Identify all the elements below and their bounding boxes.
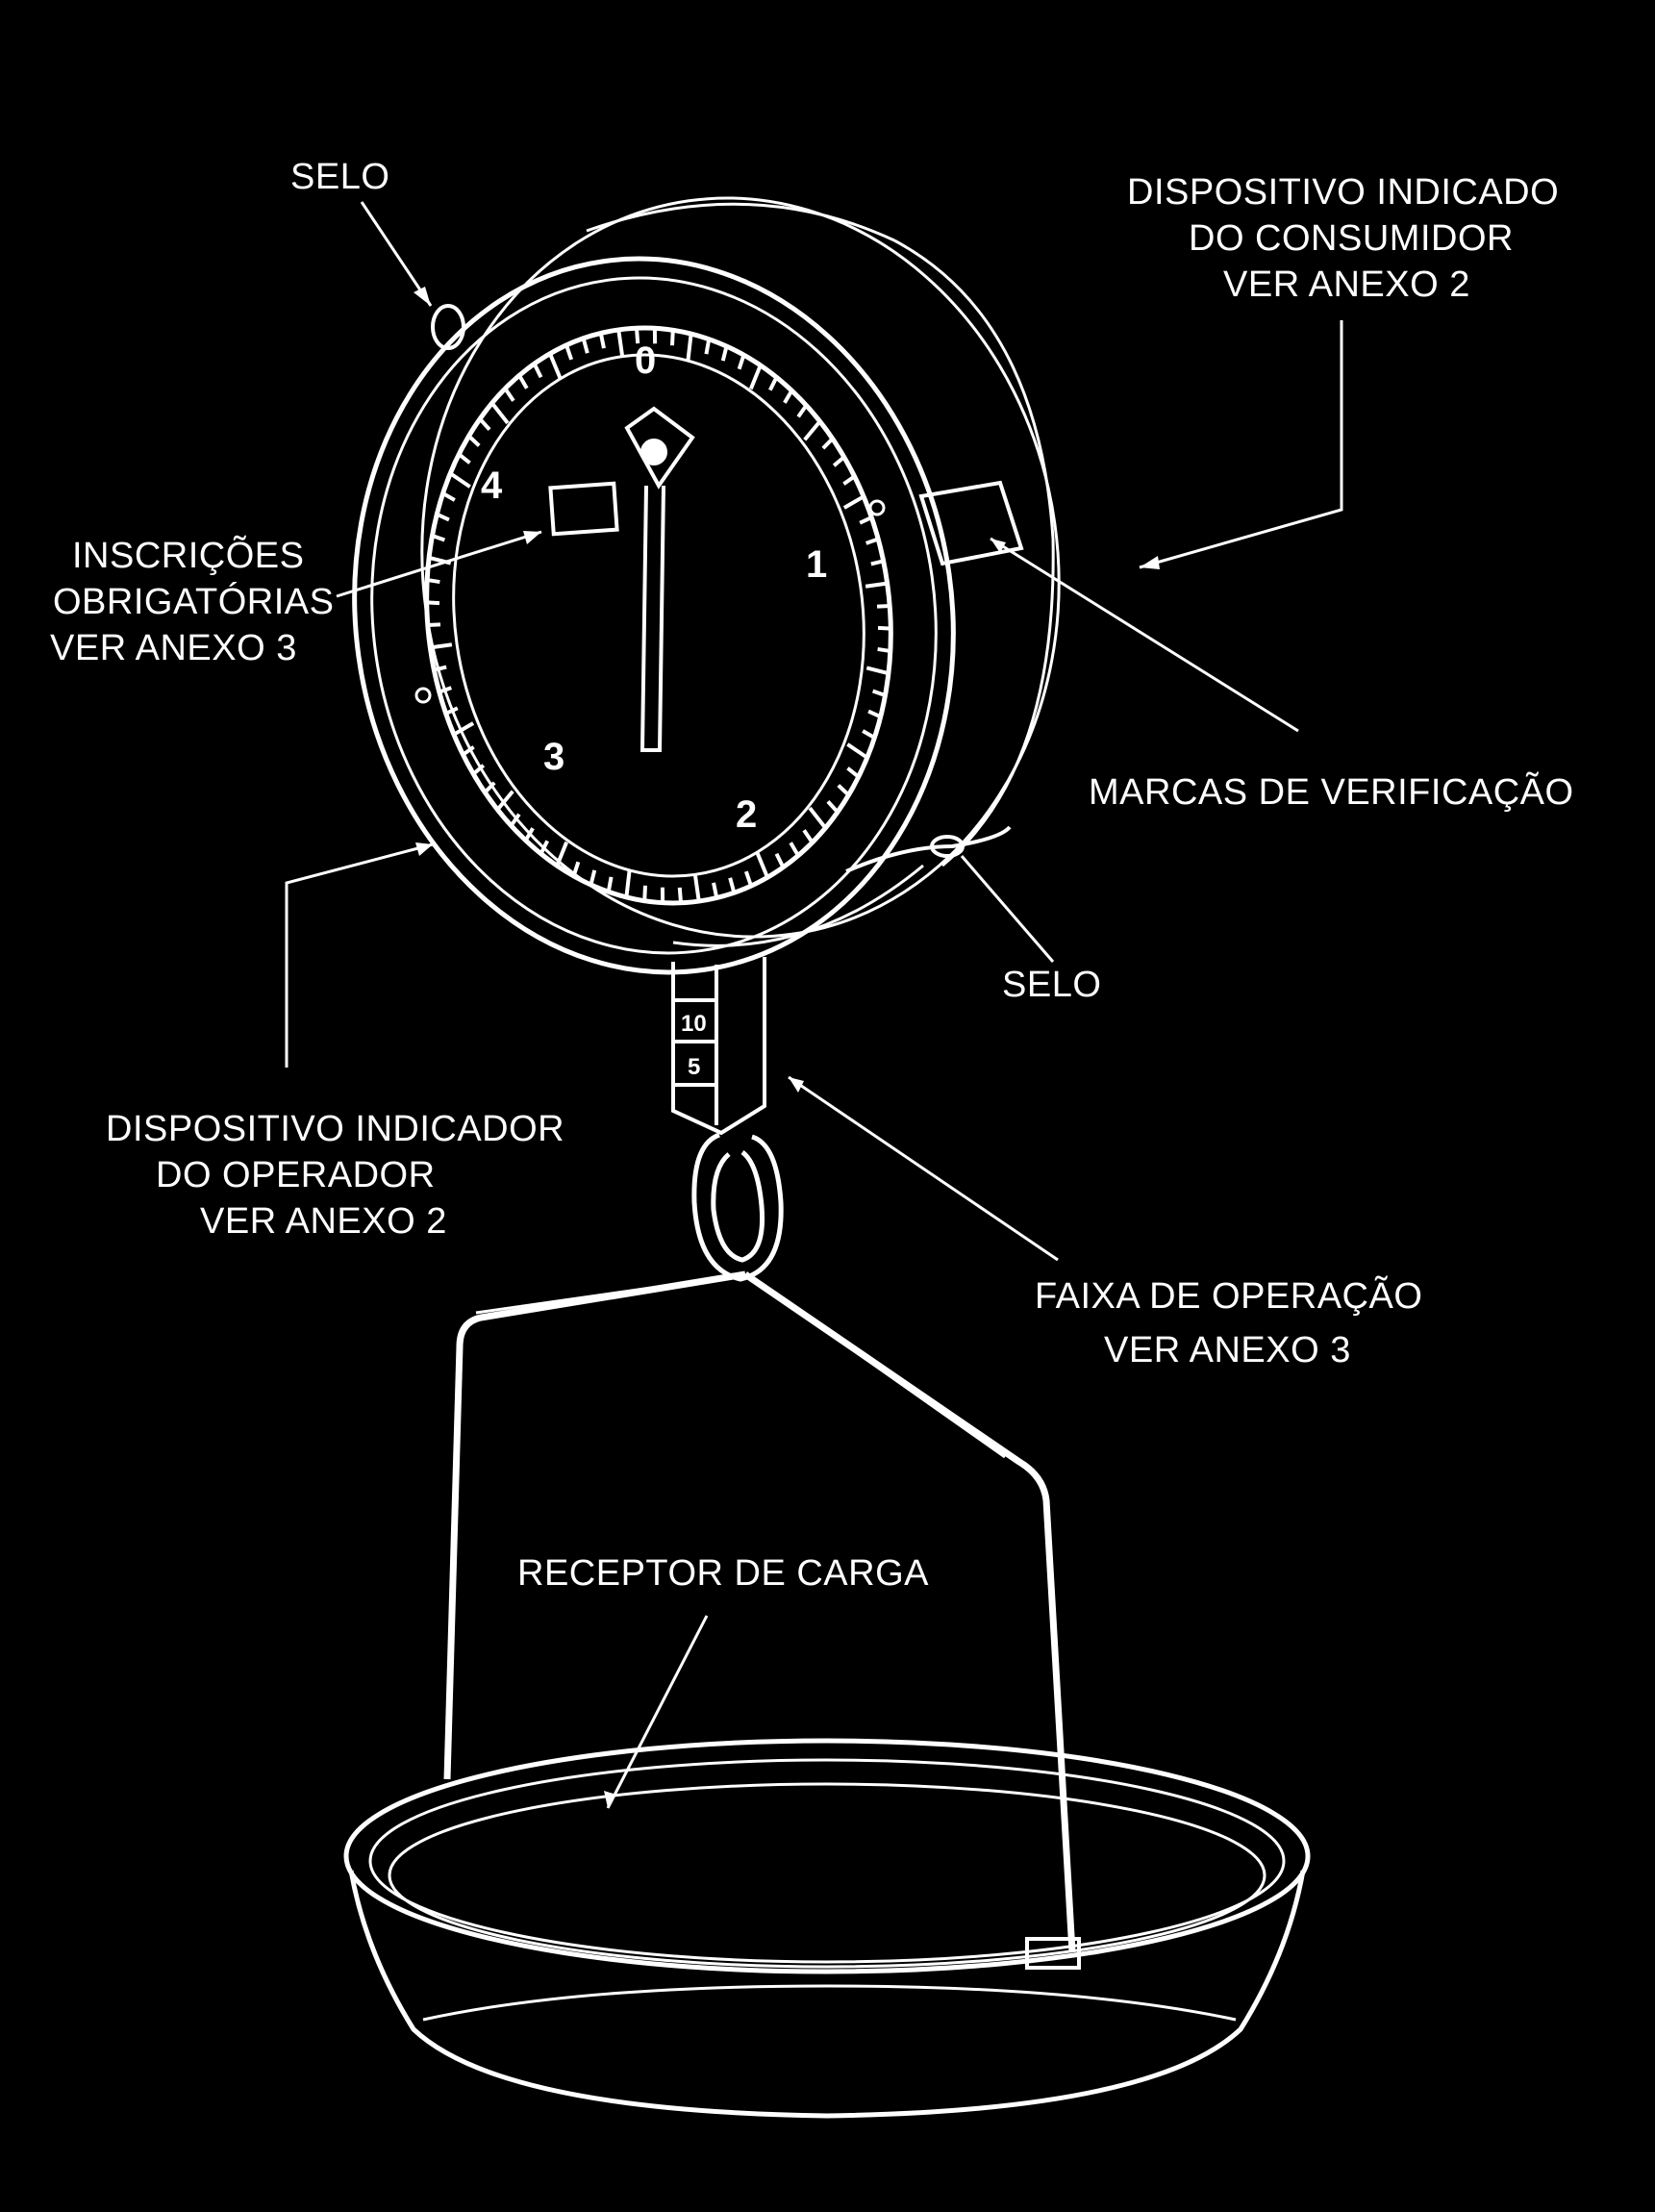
label-faixa-line1: FAIXA DE OPERAÇÃO	[1035, 1275, 1422, 1317]
dial-tick	[601, 335, 604, 348]
dial-tick	[672, 332, 673, 345]
label-marcas: MARCAS DE VERIFICAÇÃO	[1089, 771, 1574, 813]
label-consumer-line2: DO CONSUMIDOR	[1189, 218, 1514, 259]
dial-number-1: 1	[806, 543, 827, 586]
dial-number-0: 0	[635, 339, 656, 382]
dial-tick	[680, 888, 681, 901]
dial-tick	[609, 877, 611, 890]
dial-tick	[436, 667, 446, 670]
band-number-5: 5	[688, 1054, 700, 1080]
band-number-10: 10	[681, 1011, 707, 1037]
label-operator-line1: DISPOSITIVO INDICADOR	[106, 1109, 564, 1149]
label-inscricoes-line1: INSCRIÇÕES	[72, 534, 304, 576]
label-selo-bottom: SELO	[1002, 965, 1101, 1005]
label-operator-line2: DO OPERADOR	[156, 1155, 436, 1195]
dial-number-4: 4	[481, 465, 503, 507]
label-consumer-line3: VER ANEXO 2	[1223, 264, 1470, 305]
dial-tick	[878, 628, 889, 629]
dial-tick	[644, 886, 645, 899]
label-inscricoes-line2: OBRIGATÓRIAS	[53, 581, 334, 622]
dial-number-2: 2	[736, 793, 757, 836]
label-receptor: RECEPTOR DE CARGA	[517, 1553, 929, 1594]
dial-number-3: 3	[543, 736, 564, 778]
dial-tick	[429, 580, 439, 582]
dial-tick	[871, 562, 882, 565]
label-faixa-line2: VER ANEXO 3	[1104, 1330, 1351, 1370]
label-inscricoes-line3: VER ANEXO 3	[50, 628, 297, 668]
dial-tick	[429, 603, 439, 604]
dial-tick	[714, 883, 716, 896]
label-operator-line3: VER ANEXO 2	[200, 1201, 447, 1242]
label-consumer-line1: DISPOSITIVO INDICADO	[1127, 172, 1559, 213]
label-selo-top: SELO	[290, 157, 389, 197]
dial-tick	[706, 341, 708, 354]
dial-tick	[878, 649, 889, 651]
